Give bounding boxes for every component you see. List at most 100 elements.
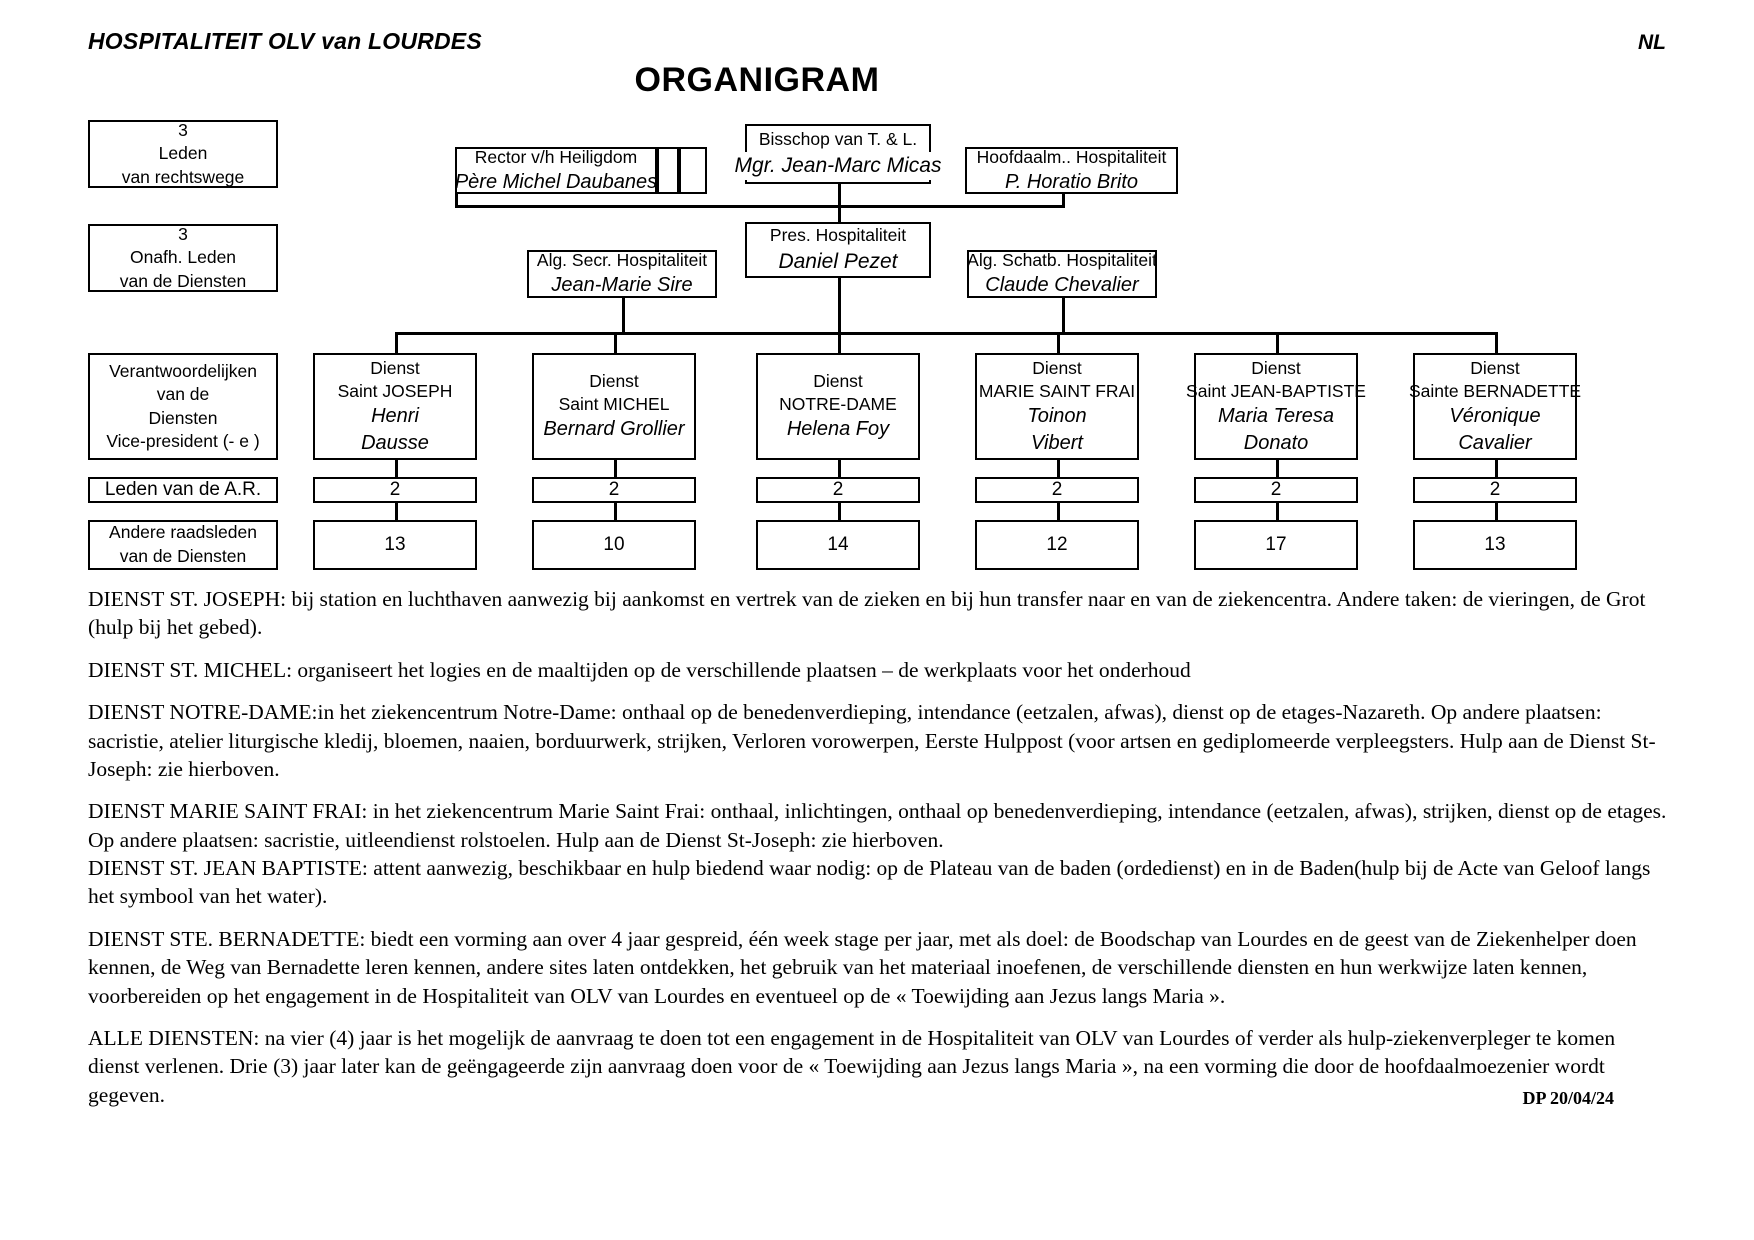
service-ar-members-value: 2 xyxy=(832,479,844,500)
responsible-services-line2: van de xyxy=(156,384,210,405)
connector-ar-drop-2 xyxy=(614,460,617,477)
organigram-chart: 3 Leden van rechtswege 3 Onafh. Leden va… xyxy=(0,0,1754,580)
connector-other-drop-6 xyxy=(1495,503,1498,520)
description-paragraph: DIENST NOTRE-DAME:in het ziekencentrum N… xyxy=(88,700,1656,781)
connector-treasurer-down xyxy=(1062,295,1065,333)
members-by-right-line2: Leden xyxy=(158,143,208,164)
box-independent-members: 3 Onafh. Leden van de Diensten xyxy=(88,224,278,292)
connector-service-drop-3 xyxy=(838,332,841,354)
connector-ar-drop-5 xyxy=(1276,460,1279,477)
rector-person: Père Michel Daubanes xyxy=(454,170,658,193)
connector-other-drop-1 xyxy=(395,503,398,520)
page-title-text: ORGANIGRAM xyxy=(634,61,880,99)
row-label-ar-members-text: Leden van de A.R. xyxy=(104,479,262,500)
service-kind: Dienst xyxy=(370,357,420,378)
service-other-members: 12 xyxy=(975,520,1139,570)
connector-chaplain-stub xyxy=(1062,183,1065,207)
independent-members-line3: van de Diensten xyxy=(119,270,247,291)
service-ar-members-value: 2 xyxy=(1051,479,1063,500)
service-ar-members: 2 xyxy=(756,477,920,503)
bishop-role: Bisschop van T. & L. xyxy=(758,129,918,150)
box-rector: Rector v/h Heiligdom Père Michel Daubane… xyxy=(455,147,657,194)
service-person-line1: Henri xyxy=(371,405,419,428)
description-paragraph: DIENST ST. JOSEPH: bij station en luchth… xyxy=(88,587,1646,640)
description-paragraph: DIENST ST. MICHEL: organiseert het logie… xyxy=(88,657,1191,682)
connector-services-bus xyxy=(395,332,1495,335)
description-paragraph: ALLE DIENSTEN: na vier (4) jaar is het m… xyxy=(88,1025,1616,1107)
service-name: Saint JOSEPH xyxy=(337,380,453,401)
service-other-members: 17 xyxy=(1194,520,1358,570)
responsible-services-line1: Verantwoordelijken xyxy=(109,360,257,381)
service-other-members-value: 17 xyxy=(1265,534,1287,555)
box-members-by-right: 3 Leden van rechtswege xyxy=(88,120,278,188)
service-ar-members: 2 xyxy=(1194,477,1358,503)
connector-top-bus xyxy=(455,205,1065,208)
service-person-line1: Véronique xyxy=(1449,405,1541,428)
chief-chaplain-role: Hoofdaalm.. Hospitaliteit xyxy=(976,146,1167,167)
service-other-members-value: 10 xyxy=(603,534,625,555)
service-name: NOTRE-DAME xyxy=(779,394,897,415)
service-kind: Dienst xyxy=(1032,357,1082,378)
service-other-members: 14 xyxy=(756,520,920,570)
service-ar-members: 2 xyxy=(1413,477,1577,503)
box-general-treasurer: Alg. Schatb. Hospitaliteit Claude Cheval… xyxy=(967,250,1157,298)
connector-other-drop-5 xyxy=(1276,503,1279,520)
responsible-services-line4: Vice-president (- e ) xyxy=(106,430,260,451)
service-kind: Dienst xyxy=(1470,357,1520,378)
service-ar-members: 2 xyxy=(532,477,696,503)
connector-other-drop-4 xyxy=(1057,503,1060,520)
service-name: Sainte BERNADETTE xyxy=(1408,380,1582,401)
service-name: Saint JEAN-BAPTISTE xyxy=(1186,380,1366,401)
connector-bishop-down xyxy=(838,183,841,235)
service-other-members-value: 14 xyxy=(827,534,849,555)
service-other-members: 13 xyxy=(313,520,477,570)
service-person-line1: Bernard Grollier xyxy=(543,418,685,441)
service-kind: Dienst xyxy=(813,370,863,391)
connector-service-drop-4 xyxy=(1057,332,1060,354)
page-title: ORGANIGRAM xyxy=(0,61,1754,100)
connector-president-down xyxy=(838,278,841,333)
service-person-line2: Dausse xyxy=(361,431,429,454)
general-treasurer-role: Alg. Schatb. Hospitaliteit xyxy=(967,250,1157,271)
service-other-members-value: 12 xyxy=(1046,534,1068,555)
connector-ar-drop-4 xyxy=(1057,460,1060,477)
service-kind: Dienst xyxy=(589,370,639,391)
footer-stamp: DP 20/04/24 xyxy=(1522,1088,1614,1108)
connector-ar-drop-3 xyxy=(838,460,841,477)
description-paragraph: DIENST ST. JEAN BAPTISTE: attent aanwezi… xyxy=(88,856,1651,909)
general-treasurer-person: Claude Chevalier xyxy=(985,274,1139,297)
row-label-other-members-line2: van de Diensten xyxy=(119,546,247,566)
service-person-line2: Vibert xyxy=(1031,431,1083,454)
row-label-ar-members: Leden van de A.R. xyxy=(88,477,278,503)
connector-ar-drop-6 xyxy=(1495,460,1498,477)
independent-members-count: 3 xyxy=(178,224,188,245)
service-ar-members: 2 xyxy=(975,477,1139,503)
row-label-other-members: Andere raadsleden van de Diensten xyxy=(88,520,278,570)
connector-service-drop-6 xyxy=(1495,332,1498,354)
service-kind: Dienst xyxy=(1251,357,1301,378)
service-person-line1: Maria Teresa xyxy=(1218,405,1334,428)
service-ar-members-value: 2 xyxy=(608,479,620,500)
connector-service-drop-2 xyxy=(614,332,617,354)
president-person: Daniel Pezet xyxy=(778,249,898,273)
box-president: Pres. Hospitaliteit Daniel Pezet xyxy=(745,222,931,278)
service-ar-members-value: 2 xyxy=(1489,479,1501,500)
bishop-person: Mgr. Jean-Marc Micas xyxy=(734,151,942,180)
service-person-line2: Donato xyxy=(1243,431,1309,454)
members-by-right-count: 3 xyxy=(178,120,188,141)
rector-subcell-1 xyxy=(657,147,679,194)
language-code: NL xyxy=(1638,31,1666,54)
service-other-members-value: 13 xyxy=(384,534,406,555)
members-by-right-line3: van rechtswege xyxy=(121,166,245,187)
president-role: Pres. Hospitaliteit xyxy=(769,225,907,246)
connector-service-drop-1 xyxy=(395,332,398,354)
box-chief-chaplain: Hoofdaalm.. Hospitaliteit P. Horatio Bri… xyxy=(965,147,1178,194)
connector-other-drop-2 xyxy=(614,503,617,520)
chief-chaplain-person: P. Horatio Brito xyxy=(1004,170,1139,193)
independent-members-line2: Onafh. Leden xyxy=(129,247,237,268)
